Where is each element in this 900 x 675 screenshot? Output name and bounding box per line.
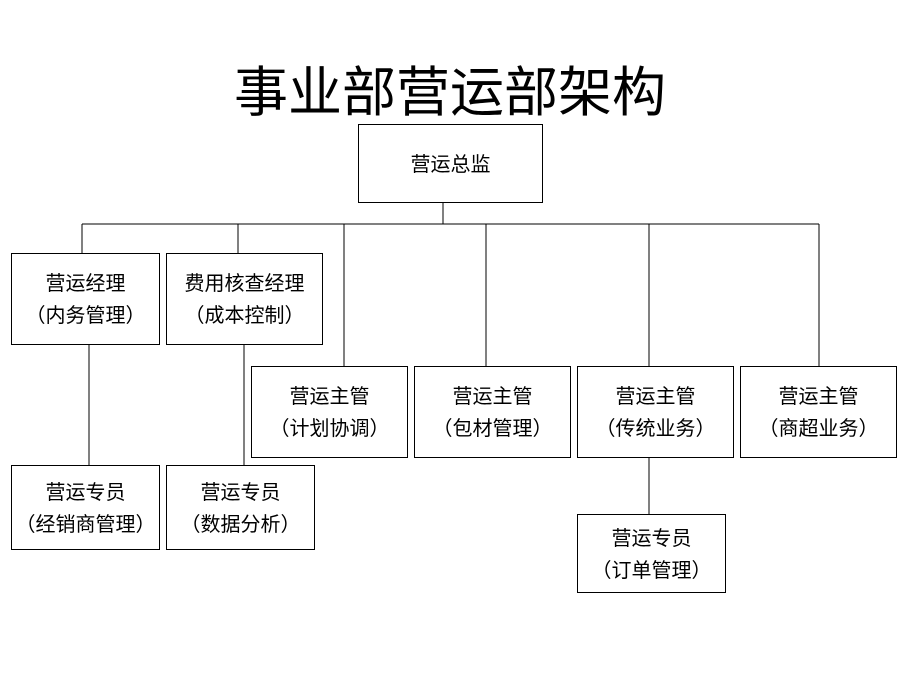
node-sublabel: （计划协调） [269,416,390,440]
node-label: 营运主管 [778,384,859,408]
node-sublabel: （包材管理） [432,416,553,440]
node-manager-internal: 营运经理 （内务管理） [11,253,160,345]
node-director: 营运总监 [358,124,543,203]
node-sublabel: （经销商管理） [15,511,156,536]
node-supervisor-coordination: 营运主管 （计划协调） [251,366,408,458]
node-sublabel: （商超业务） [758,416,879,440]
node-label: 费用核查经理 [184,271,305,295]
node-label: 营运主管 [452,384,533,408]
node-specialist-orders: 营运专员 （订单管理） [577,514,726,593]
node-label: 营运主管 [615,384,696,408]
node-specialist-distributor: 营运专员 （经销商管理） [11,465,160,550]
node-supervisor-traditional: 营运主管 （传统业务） [577,366,734,458]
node-supervisor-supermarket: 营运主管 （商超业务） [740,366,897,458]
node-sublabel: （传统业务） [595,416,716,440]
node-supervisor-materials: 营运主管 （包材管理） [414,366,571,458]
node-label: 营运专员 [611,525,692,550]
node-sublabel: （订单管理） [591,557,712,582]
node-label: 营运总监 [410,151,491,176]
node-label: 营运专员 [200,479,281,504]
node-specialist-data: 营运专员 （数据分析） [166,465,315,550]
node-manager-cost: 费用核查经理 （成本控制） [166,253,323,345]
node-sublabel: （数据分析） [180,511,301,536]
page-title: 事业部营运部架构 [234,61,666,124]
node-label: 营运经理 [45,271,126,295]
node-sublabel: （内务管理） [25,303,146,327]
node-sublabel: （成本控制） [184,303,305,327]
node-label: 营运专员 [45,479,126,504]
node-label: 营运主管 [289,384,370,408]
